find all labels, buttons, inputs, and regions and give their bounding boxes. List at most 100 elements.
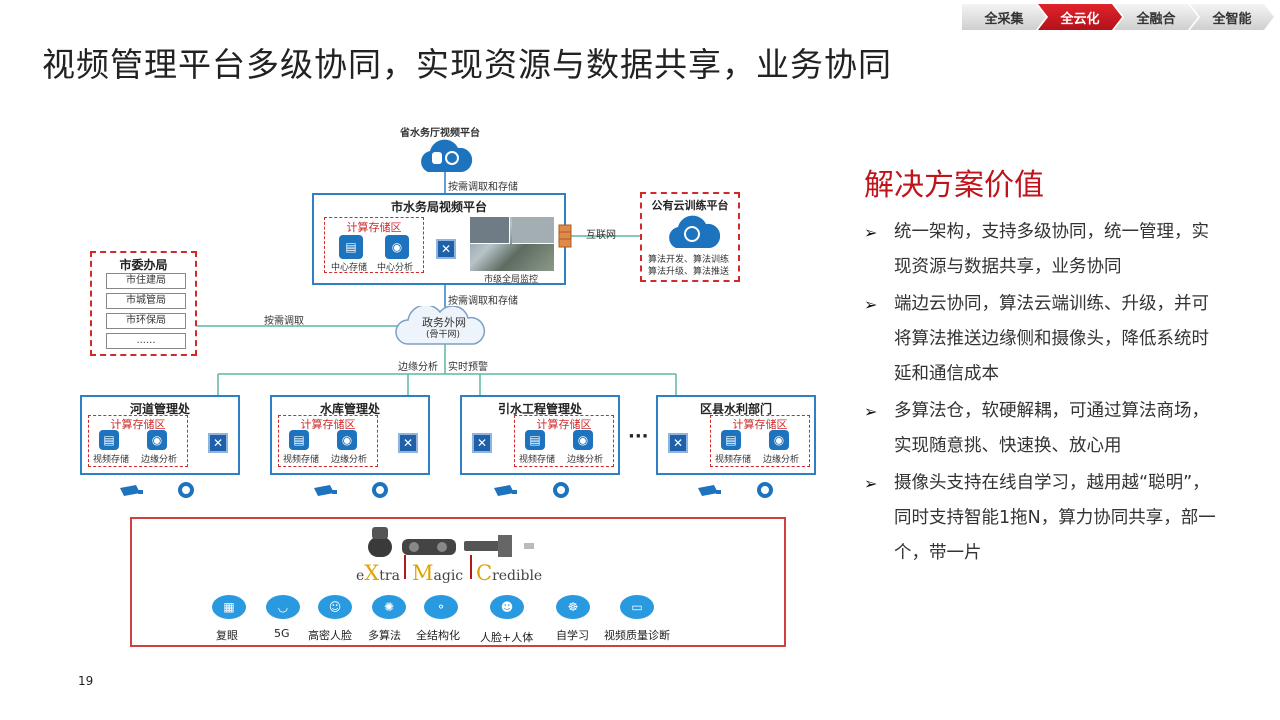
storage-icon: ▤: [721, 430, 741, 450]
camera-products-image: [368, 527, 534, 557]
city-committee-item: 市环保局: [106, 313, 186, 329]
product-capabilities-box: eXtra Magic Credible ▦ ◡ ☺ ✺ ⚬ ☻ ☸ ▭ 复眼 …: [130, 517, 786, 647]
xmc-extra: eXtra: [356, 561, 400, 585]
feature-label: 人脸+人体: [480, 631, 534, 644]
public-cloud-line-2: 算法升级、算法推送: [648, 267, 730, 277]
branch-box-river: 河道管理处 计算存储区 ▤ ◉ 视频存储 边缘分析 ✕: [80, 395, 240, 475]
storage-label: 视频存储: [283, 455, 320, 465]
analysis-icon: ◉: [769, 430, 789, 450]
firewall-icon: [558, 224, 572, 248]
value-title: 解决方案价值: [864, 168, 1044, 203]
analysis-icon: ◉: [147, 430, 167, 450]
analysis-label: 边缘分析: [141, 455, 178, 465]
feature-label: 高密人脸: [308, 629, 352, 642]
branch-compute-zone: 计算存储区 ▤ ◉ 视频存储 边缘分析: [710, 415, 810, 467]
branch-ellipsis: ···: [628, 426, 649, 447]
public-cloud-box: 公有云训练平台 算法开发、算法训练 算法升级、算法推送: [640, 192, 740, 282]
value-item: ➢统一架构，支持多级协同，统一管理，实现资源与数据共享，业务协同: [864, 215, 1224, 285]
page-number: 19: [78, 674, 94, 688]
multi-algorithm-icon: ✺: [372, 595, 406, 619]
dome-camera-icon: [372, 482, 388, 498]
province-cloud-icon: [421, 139, 473, 172]
feature-label: 自学习: [556, 629, 589, 642]
storage-label: 视频存储: [93, 455, 130, 465]
branch-title: 引水工程管理处: [497, 402, 582, 416]
arrow-bullet-icon: ➢: [864, 474, 878, 493]
storage-icon: ▤: [99, 430, 119, 450]
city-committee-box: 市委办局 市住建局 市城管局 市环保局 ......: [90, 251, 197, 356]
branch-title: 河道管理处: [129, 402, 190, 416]
branch-box-diversion: 引水工程管理处 ✕ 计算存储区 ▤ ◉ 视频存储 边缘分析: [460, 395, 620, 475]
zone-title: 计算存储区: [110, 418, 166, 431]
dome-camera-icon: [757, 482, 773, 498]
arrow-bullet-icon: ➢: [864, 402, 878, 421]
value-item: ➢端边云协同，算法云端训练、升级，并可将算法推送边缘侧和摄像头，降低系统时延和通…: [864, 287, 1224, 392]
analysis-label: 中心分析: [377, 263, 414, 273]
zone-title: 计算存储区: [732, 418, 788, 431]
city-platform-box: 市水务局视频平台 计算存储区 ▤ ◉ 中心存储 中心分析 ✕ 市级全局监控: [312, 193, 566, 285]
nav-item-cloud[interactable]: 全云化: [1038, 4, 1122, 30]
link-top-label: 按需调取和存储: [448, 182, 518, 193]
page-title: 视频管理平台多级协同，实现资源与数据共享，业务协同: [42, 45, 892, 84]
nav-item-fusion[interactable]: 全融合: [1114, 4, 1198, 30]
self-learning-icon: ☸: [556, 595, 590, 619]
dome-camera-icon: [178, 482, 194, 498]
face-body-icon: ☻: [490, 595, 524, 619]
zone-title: 计算存储区: [536, 418, 592, 431]
branch-switch-icon: ✕: [208, 433, 228, 453]
storage-icon: ▤: [525, 430, 545, 450]
storage-icon: ▤: [339, 235, 363, 259]
storage-label: 视频存储: [519, 455, 556, 465]
arrow-bullet-icon: ➢: [864, 295, 878, 314]
branch-switch-icon: ✕: [398, 433, 418, 453]
internet-label: 互联网: [586, 230, 616, 241]
feature-label: 多算法: [368, 629, 401, 642]
value-list: ➢统一架构，支持多级协同，统一管理，实现资源与数据共享，业务协同 ➢端边云协同，…: [864, 215, 1224, 573]
monitor-thumbnail: [470, 217, 554, 271]
public-cloud-line-1: 算法开发、算法训练: [648, 255, 730, 265]
analysis-icon: ◉: [385, 235, 409, 259]
city-switch-icon: ✕: [436, 239, 456, 259]
feature-label: 5G: [274, 627, 290, 640]
edge-analysis-label: 边缘分析: [398, 362, 438, 373]
city-platform-title: 市水务局视频平台: [390, 200, 487, 214]
analysis-icon: ◉: [573, 430, 593, 450]
analysis-icon: ◉: [337, 430, 357, 450]
bullet-camera-icon: [314, 485, 337, 496]
branch-title: 水库管理处: [319, 402, 380, 416]
feature-label: 全结构化: [416, 629, 460, 642]
branch-box-reservoir: 水库管理处 计算存储区 ▤ ◉ 视频存储 边缘分析 ✕: [270, 395, 430, 475]
zone-title: 计算存储区: [300, 418, 356, 431]
analysis-label: 边缘分析: [567, 455, 604, 465]
public-cloud-icon: [669, 215, 720, 248]
storage-label: 中心存储: [331, 263, 368, 273]
xmc-magic: Magic: [412, 561, 464, 585]
nav-item-intelligence[interactable]: 全智能: [1190, 4, 1274, 30]
city-committee-title: 市委办局: [119, 258, 168, 272]
nav-item-collect[interactable]: 全采集: [962, 4, 1046, 30]
storage-label: 视频存储: [715, 455, 752, 465]
city-committee-item: 市住建局: [106, 273, 186, 289]
province-platform-label: 省水务厅视频平台: [400, 128, 480, 139]
compound-eye-icon: ▦: [212, 595, 246, 619]
monitor-label: 市级全局监控: [484, 275, 539, 285]
top-nav: 全采集 全云化 全融合 全智能: [962, 4, 1274, 30]
xmc-credible: Credible: [476, 561, 543, 585]
realtime-alert-label: 实时预警: [448, 362, 488, 373]
city-compute-zone: 计算存储区 ▤ ◉ 中心存储 中心分析: [324, 217, 424, 273]
city-committee-item: 市城管局: [106, 293, 186, 309]
5g-icon: ◡: [266, 595, 300, 619]
branch-switch-icon: ✕: [668, 433, 688, 453]
dense-face-icon: ☺: [318, 595, 352, 619]
storage-icon: ▤: [289, 430, 309, 450]
zone-title: 计算存储区: [346, 221, 402, 234]
bullet-camera-icon: [494, 485, 517, 496]
link-left-label: 按需调取: [264, 316, 304, 327]
dome-camera-icon: [553, 482, 569, 498]
city-committee-item: ......: [106, 333, 186, 349]
full-structuring-icon: ⚬: [424, 595, 458, 619]
analysis-label: 边缘分析: [331, 455, 368, 465]
public-cloud-title: 公有云训练平台: [651, 199, 729, 212]
arrow-bullet-icon: ➢: [864, 223, 878, 242]
branch-box-county: 区县水利部门 ✕ 计算存储区 ▤ ◉ 视频存储 边缘分析: [656, 395, 816, 475]
